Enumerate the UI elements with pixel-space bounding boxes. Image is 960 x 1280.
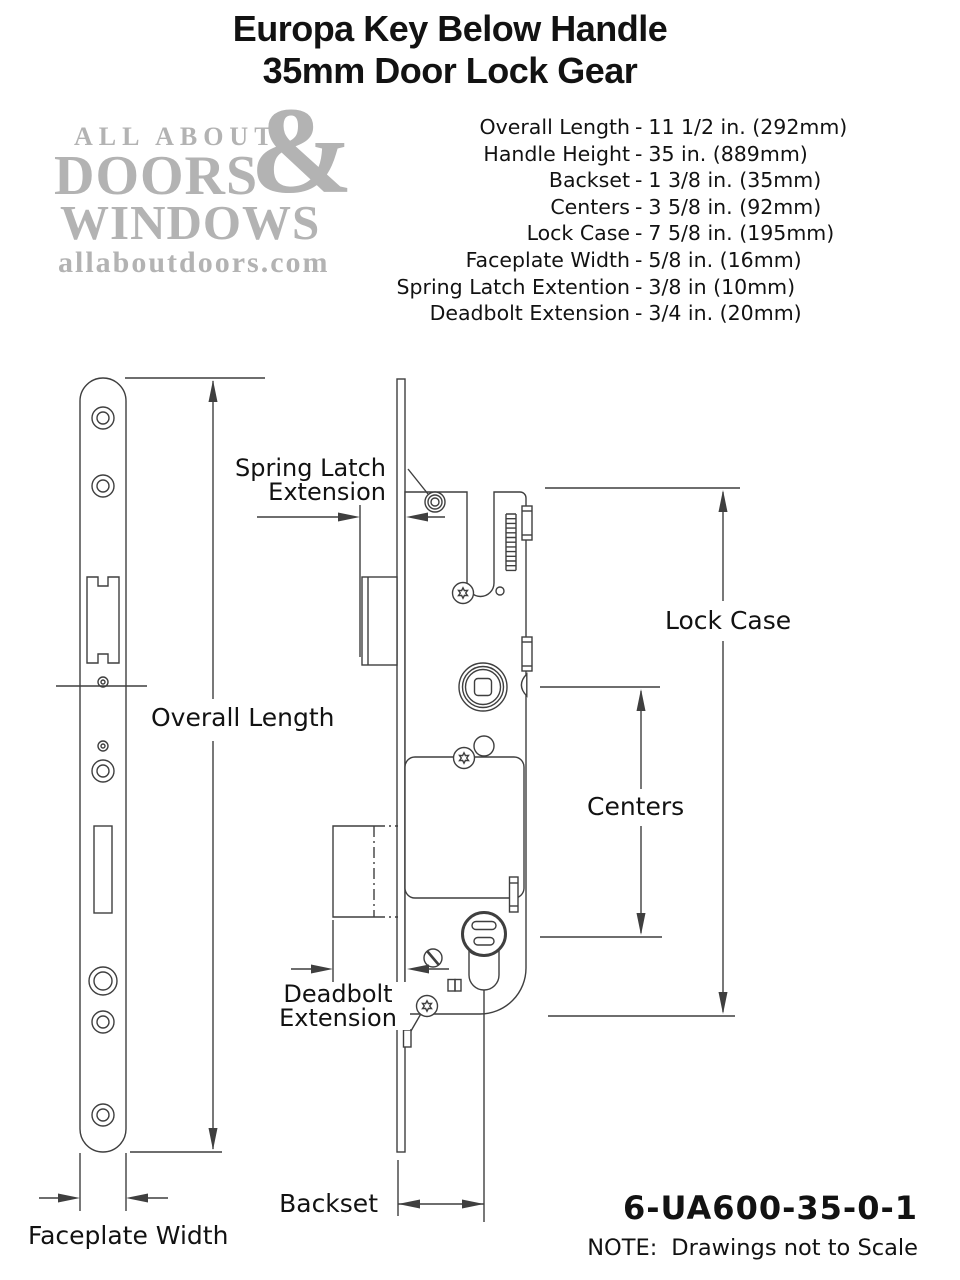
spec-value: 3/4 in. (20mm) <box>648 301 802 326</box>
spec-label: Backset <box>548 168 630 193</box>
deadbolt-label-line1: Deadbolt <box>283 980 393 1008</box>
spec-row-lock-case: Lock Case - 7 5/8 in. (195mm) <box>368 220 948 247</box>
logo-all-about: ALL ABOUT <box>74 122 278 151</box>
spec-row-spring-latch: Spring Latch Extention - 3/8 in (10mm) <box>368 274 948 301</box>
spring-latch-label-line1: Spring Latch <box>235 454 386 482</box>
spec-label: Overall Length <box>479 115 631 139</box>
footer: 6-UA600-35-0-1 NOTE: Drawings not to Scal… <box>587 1189 918 1261</box>
page-title-line2: 35mm Door Lock Gear <box>262 50 638 91</box>
note-text: Drawings not to Scale <box>671 1235 918 1261</box>
spec-label: Lock Case <box>526 221 630 246</box>
lock-case-label: Lock Case <box>660 606 797 635</box>
logo-doors: DOORS <box>54 145 259 207</box>
backset-dimension <box>397 1160 484 1216</box>
spec-label: Spring Latch Extention <box>396 274 630 299</box>
spec-value: 3/8 in (10mm) <box>648 274 796 299</box>
spec-value: 7 5/8 in. (195mm) <box>648 221 835 246</box>
logo-ampersand: & <box>250 82 354 219</box>
company-logo: ALL ABOUT DOORS & WINDOWS allaboutdoors.… <box>0 0 354 290</box>
logo-website: allaboutdoors.com <box>58 246 330 279</box>
spec-value: 5/8 in. (16mm) <box>648 247 802 272</box>
logo-windows: WINDOWS <box>60 195 321 250</box>
faceplate-width-label: Faceplate Width <box>28 1221 229 1250</box>
spec-dash: - <box>635 115 643 139</box>
spec-dash: - <box>635 141 643 166</box>
note-label: NOTE: <box>587 1235 658 1261</box>
spec-label: Centers <box>550 194 630 219</box>
spec-label: Deadbolt Extension <box>429 301 630 326</box>
spring-latch-extension-dimension <box>257 505 445 657</box>
spec-value: 3 5/8 in. (92mm) <box>648 194 822 219</box>
spec-row-centers: Centers - 3 5/8 in. (92mm) <box>368 194 948 221</box>
spec-dash: - <box>635 247 643 272</box>
spec-dash: - <box>635 168 643 193</box>
overall-length-label: Overall Length <box>147 703 339 732</box>
deadbolt-extension-label: Deadbolt Extension <box>266 982 410 1030</box>
spec-row-overall-length: Overall Length - 11 1/2 in. (292mm) <box>368 114 948 141</box>
spec-row-faceplate-width: Faceplate Width - 5/8 in. (16mm) <box>368 247 948 274</box>
spec-row-backset: Backset - 1 3/8 in. (35mm) <box>368 167 948 194</box>
spec-dash: - <box>635 194 643 219</box>
centers-label: Centers <box>582 792 690 821</box>
lock-case-dimension <box>545 487 740 1017</box>
spec-label: Faceplate Width <box>465 247 630 272</box>
faceplate-side-view <box>56 377 147 1153</box>
spec-dash: - <box>635 221 643 246</box>
part-number: 6-UA600-35-0-1 <box>622 1189 918 1227</box>
page-title: Europa Key Below Handle 35mm Door Lock G… <box>0 8 900 92</box>
spec-value: 35 in. (889mm) <box>648 141 808 166</box>
spec-row-deadbolt: Deadbolt Extension - 3/4 in. (20mm) <box>368 300 948 327</box>
spec-value: 11 1/2 in. (292mm) <box>648 115 848 139</box>
spring-latch-label-line2: Extension <box>268 478 386 506</box>
faceplate-width-dimension <box>39 1153 168 1211</box>
backset-label: Backset <box>274 1189 378 1218</box>
spec-value: 1 3/8 in. (35mm) <box>648 168 822 193</box>
spring-latch-extension-label: Spring Latch Extension <box>228 456 386 504</box>
overall-length-dimension <box>125 377 265 1153</box>
lock-mechanism-front-view <box>332 378 533 1222</box>
spec-list: Overall Length - 11 1/2 in. (292mm) Hand… <box>368 114 948 327</box>
spec-row-handle-height: Handle Height - 35 in. (889mm) <box>368 141 948 168</box>
spec-label: Handle Height <box>483 141 630 166</box>
spec-dash: - <box>635 274 643 299</box>
spec-dash: - <box>635 301 643 326</box>
page-title-line1: Europa Key Below Handle <box>232 8 668 49</box>
scale-note: NOTE: Drawings not to Scale <box>587 1235 918 1261</box>
deadbolt-label-line2: Extension <box>279 1004 397 1032</box>
centers-dimension <box>540 686 662 938</box>
